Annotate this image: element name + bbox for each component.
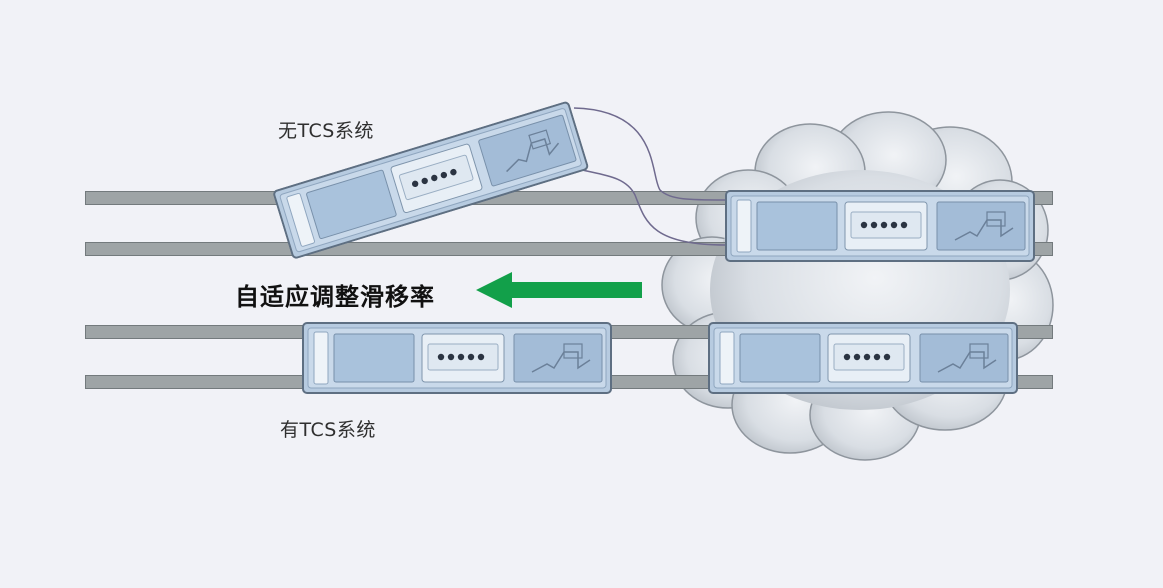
connecting-wires [573, 107, 726, 246]
label-without-tcs: 无TCS系统 [278, 120, 374, 142]
module-bottom-right [708, 322, 1018, 394]
left-arrow-icon [476, 272, 642, 308]
label-with-tcs: 有TCS系统 [280, 419, 376, 441]
module-with-tcs [302, 322, 612, 394]
label-adaptive-slip: 自适应调整滑移率 [235, 283, 435, 311]
module-top-right [725, 190, 1035, 262]
